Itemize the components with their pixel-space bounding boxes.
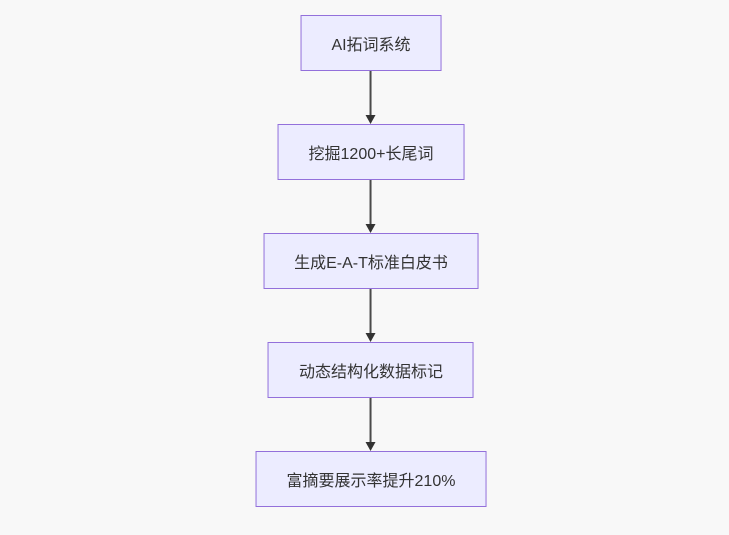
flow-node-label: 挖掘1200+长尾词 [308, 146, 434, 163]
flow-node-rich-snippet-rate: 富摘要展示率提升210% [255, 451, 487, 507]
flow-node-label: AI拓词系统 [331, 37, 411, 54]
arrowhead-down-icon [366, 115, 376, 124]
arrowhead-down-icon [366, 224, 376, 233]
arrow-line [370, 71, 372, 115]
arrowhead-down-icon [366, 442, 376, 451]
flow-node-structured-data: 动态结构化数据标记 [267, 342, 474, 398]
flow-arrow-4 [366, 398, 376, 451]
flow-node-eat-whitepaper: 生成E-A-T标准白皮书 [263, 233, 479, 289]
flow-node-longtail-mining: 挖掘1200+长尾词 [277, 124, 465, 180]
flow-node-label: 生成E-A-T标准白皮书 [294, 255, 448, 272]
flowchart-column: AI拓词系统 挖掘1200+长尾词 生成E-A-T标准白皮书 动态结构化数据标记 [255, 15, 487, 507]
arrow-line [370, 398, 372, 442]
flow-node-label: 富摘要展示率提升210% [286, 473, 456, 490]
flow-node-ai-keyword-system: AI拓词系统 [300, 15, 442, 71]
flow-arrow-2 [366, 180, 376, 233]
flow-arrow-3 [366, 289, 376, 342]
arrowhead-down-icon [366, 333, 376, 342]
flow-node-label: 动态结构化数据标记 [298, 364, 443, 381]
arrow-line [370, 180, 372, 224]
flow-arrow-1 [366, 71, 376, 124]
arrow-line [370, 289, 372, 333]
